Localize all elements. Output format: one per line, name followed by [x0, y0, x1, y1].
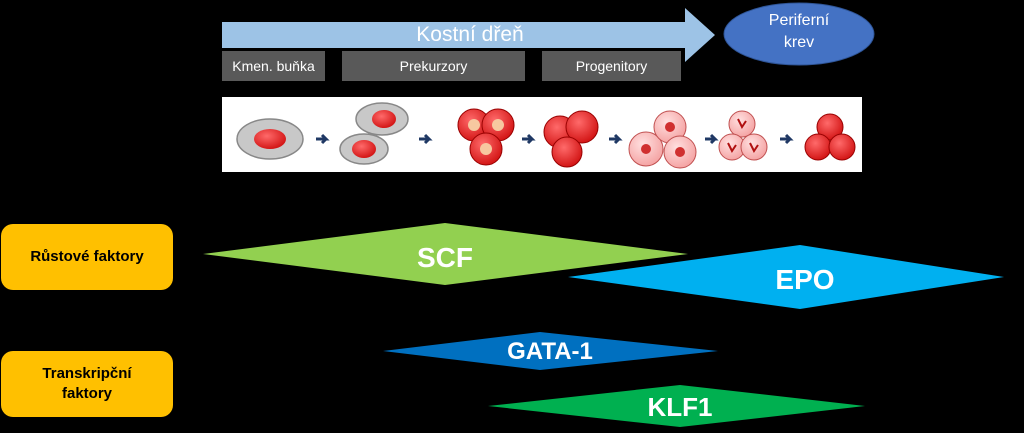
scf-label: SCF — [417, 242, 473, 273]
arrow-icon — [780, 133, 794, 145]
precursor-cell-icon — [339, 102, 409, 165]
gata1-diamond — [383, 332, 718, 370]
gata1-label: GATA-1 — [507, 338, 593, 365]
erythrocyte-cluster-icon — [804, 113, 856, 161]
peripheral-blood-oval — [723, 2, 875, 66]
klf1-label: KLF1 — [647, 391, 713, 422]
cell-differentiation-illustration — [236, 102, 856, 169]
growth-factors-label: Růstové faktory — [1, 224, 173, 290]
arrow-icon — [316, 133, 330, 145]
arrow-icon — [609, 133, 623, 145]
bone-marrow-label: Kostní dřeň — [416, 23, 524, 46]
stage-progenitors: Progenitory — [542, 51, 681, 81]
epo-label: EPO — [775, 264, 835, 295]
epo-diamond — [568, 245, 1004, 309]
erythroblast-cluster-icon — [457, 108, 515, 166]
stem-cell-icon — [236, 118, 304, 160]
late-reticulocyte-cluster-icon — [718, 110, 768, 161]
arrow-icon — [419, 133, 433, 145]
arrow-icon — [522, 133, 536, 145]
stage-precursors: Prekurzory — [342, 51, 525, 81]
normoblast-cluster-icon — [543, 110, 599, 168]
transcription-factors-label: Transkripční faktory — [1, 351, 173, 417]
klf1-diamond — [488, 385, 865, 427]
scf-diamond — [203, 223, 688, 285]
arrow-icon — [705, 133, 719, 145]
peripheral-blood-label: Periferní krev — [768, 12, 830, 51]
stage-stem-cell: Kmen. buňka — [222, 51, 325, 81]
cell-differentiation-panel — [222, 97, 862, 172]
bone-marrow-arrow — [222, 8, 715, 62]
reticulocyte-cluster-icon — [628, 110, 697, 169]
